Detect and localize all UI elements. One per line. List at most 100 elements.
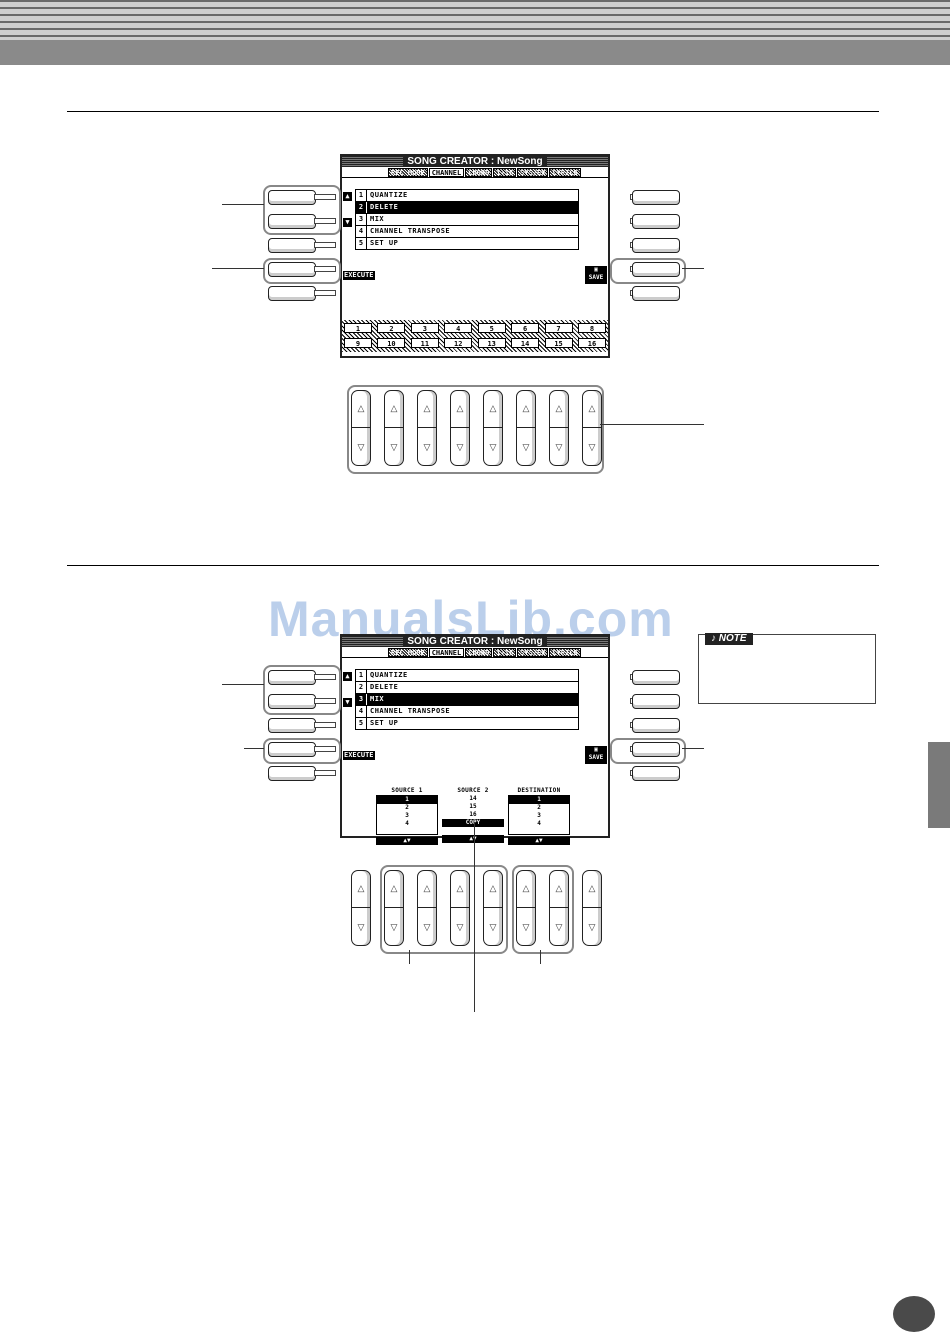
highlight-ring	[610, 258, 686, 284]
channel-indicator[interactable]: 10	[377, 338, 406, 348]
side-button-right-c[interactable]	[632, 718, 680, 733]
tab-lyrics[interactable]: LYRICS	[549, 648, 581, 657]
updown-button-7[interactable]: △▽	[549, 390, 569, 466]
updown-button-3[interactable]: △▽	[417, 390, 437, 466]
updown-button-1[interactable]: △▽	[351, 390, 371, 466]
tab-lyrics[interactable]: LYRICS	[549, 168, 581, 177]
side-button-stem	[314, 674, 336, 680]
copy-option[interactable]: COPY	[442, 819, 504, 827]
side-button-stem	[314, 194, 336, 200]
channel-indicator[interactable]: 11	[410, 338, 439, 348]
tab-channel[interactable]: CHANNEL	[428, 648, 465, 657]
channel-indicator[interactable]: 9	[344, 338, 372, 348]
save-button[interactable]: ▣SAVE	[585, 266, 607, 284]
source2-list[interactable]: 14 15 16 COPY	[442, 795, 504, 833]
side-button-left-e[interactable]	[268, 766, 316, 781]
source1-updown-button[interactable]: ▲▼	[376, 837, 438, 845]
channel-indicator[interactable]: 5	[477, 323, 506, 333]
tab-chord[interactable]: CHORD	[465, 648, 493, 657]
updown-button-6[interactable]: △▽	[516, 870, 536, 946]
source1-list[interactable]: 1 2 3 4	[376, 795, 438, 835]
updown-button-4[interactable]: △▽	[450, 870, 470, 946]
updown-button-2[interactable]: △▽	[384, 390, 404, 466]
channel-indicator[interactable]: 14	[511, 338, 540, 348]
side-button-left-e[interactable]	[268, 286, 316, 301]
channel-indicator[interactable]: 12	[444, 338, 473, 348]
music-note-icon: ♪	[711, 633, 716, 644]
updown-button-6[interactable]: △▽	[516, 390, 536, 466]
scroll-down-icon[interactable]: ▼	[343, 218, 352, 227]
scroll-up-icon[interactable]: ▲	[343, 192, 352, 201]
channel-indicator[interactable]: 3	[410, 323, 439, 333]
destination-updown-button[interactable]: ▲▼	[508, 837, 570, 845]
tab-channel[interactable]: CHANNEL	[428, 168, 465, 177]
updown-button-8[interactable]: △▽	[582, 870, 602, 946]
updown-button-5[interactable]: △▽	[483, 390, 503, 466]
highlight-ring	[263, 665, 341, 715]
tab-1-16[interactable]: 1-16	[493, 168, 517, 177]
updown-button-1[interactable]: △▽	[351, 870, 371, 946]
side-button-right-e[interactable]	[632, 766, 680, 781]
side-button-stem	[314, 770, 336, 776]
destination-list[interactable]: 1 2 3 4	[508, 795, 570, 835]
side-button-right-a[interactable]	[632, 670, 680, 685]
execute-button[interactable]: EXECUTE	[343, 271, 375, 280]
side-button-stem	[314, 218, 336, 224]
side-button-left-c[interactable]	[268, 238, 316, 253]
side-button-left-c[interactable]	[268, 718, 316, 733]
highlight-ring	[512, 865, 574, 954]
tab-bar: REC MODE CHANNEL CHORD 1-16 SYS/EX LYRIC…	[388, 168, 581, 177]
scroll-up-icon[interactable]: ▲	[343, 672, 352, 681]
scroll-down-icon[interactable]: ▼	[343, 698, 352, 707]
channel-indicator[interactable]: 2	[377, 323, 406, 333]
tab-chord[interactable]: CHORD	[465, 168, 493, 177]
side-button-stem	[314, 290, 336, 296]
channel-indicator[interactable]: 6	[511, 323, 540, 333]
tab-sysex[interactable]: SYS/EX	[517, 648, 549, 657]
header-bar	[0, 40, 950, 65]
source2-updown-button[interactable]: ▲▼	[442, 835, 504, 843]
callout-line	[682, 268, 704, 269]
updown-button-3[interactable]: △▽	[417, 870, 437, 946]
updown-button-2[interactable]: △▽	[384, 870, 404, 946]
channel-indicator[interactable]: 13	[477, 338, 506, 348]
channel-indicator[interactable]: 8	[577, 323, 606, 333]
tab-rec-mode[interactable]: REC MODE	[388, 168, 428, 177]
tab-sysex[interactable]: SYS/EX	[517, 168, 549, 177]
updown-button-4[interactable]: △▽	[450, 390, 470, 466]
chapter-tab	[928, 742, 950, 828]
tab-1-16[interactable]: 1-16	[493, 648, 517, 657]
save-button[interactable]: ▣SAVE	[585, 746, 607, 764]
screen-title: SONG CREATOR : NewSong	[342, 156, 608, 167]
channel-indicator[interactable]: 7	[544, 323, 573, 333]
channel-indicator[interactable]: 1	[344, 323, 372, 333]
side-button-right-d[interactable]	[632, 262, 680, 277]
side-button-right-d[interactable]	[632, 742, 680, 757]
channel-indicator[interactable]: 16	[577, 338, 606, 348]
callout-line	[409, 950, 410, 964]
execute-button[interactable]: EXECUTE	[343, 751, 375, 760]
source2-column: SOURCE 2 14 15 16 COPY ▲▼	[442, 787, 504, 843]
side-button-right-b[interactable]	[632, 694, 680, 709]
updown-button-5[interactable]: △▽	[483, 870, 503, 946]
side-button-right-b[interactable]	[632, 214, 680, 229]
updown-button-8[interactable]: △▽	[582, 390, 602, 466]
channel-indicator[interactable]: 4	[444, 323, 473, 333]
tab-rec-mode[interactable]: REC MODE	[388, 648, 428, 657]
channel-indicator[interactable]: 15	[544, 338, 573, 348]
side-button-right-a[interactable]	[632, 190, 680, 205]
updown-button-7[interactable]: △▽	[549, 870, 569, 946]
side-button-right-e[interactable]	[632, 286, 680, 301]
side-button-right-c[interactable]	[632, 238, 680, 253]
